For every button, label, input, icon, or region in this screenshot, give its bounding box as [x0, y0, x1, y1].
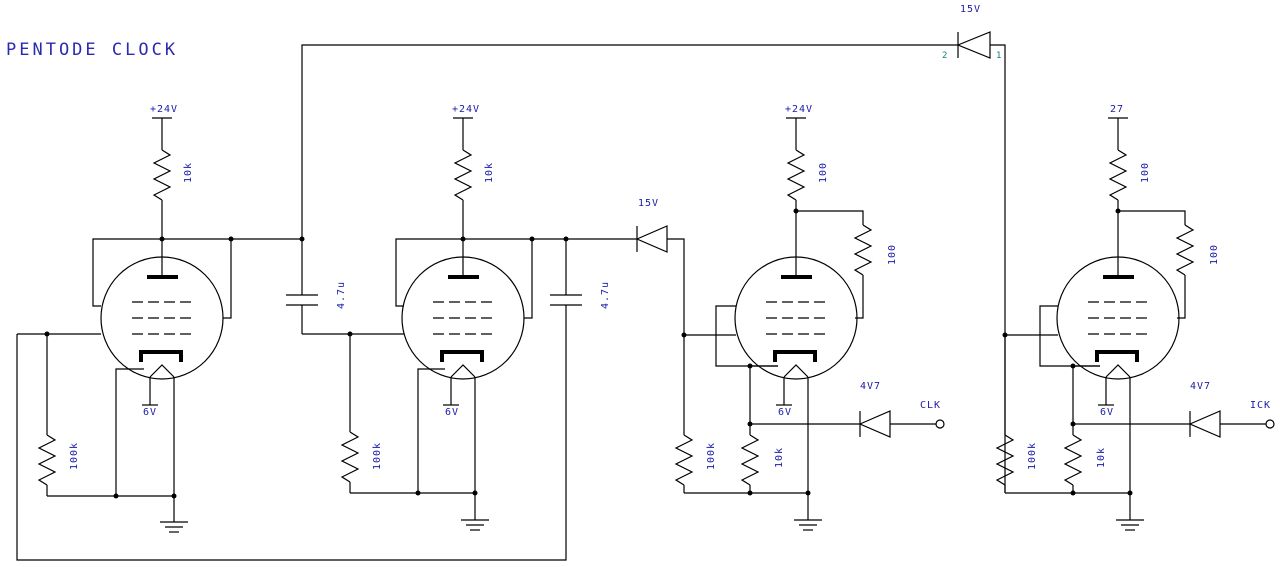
clk-output-terminal[interactable]	[935, 419, 945, 429]
capacitor-value-c1: 4.7u	[336, 281, 347, 309]
resistor-r10	[1118, 210, 1195, 319]
zener-value-d1: 15V	[638, 198, 659, 209]
ground-4	[1116, 519, 1144, 531]
resistor-r1	[152, 118, 172, 277]
resistor-r4	[340, 334, 360, 493]
resistor-value-r9: 100	[1140, 162, 1151, 183]
zener-diode-d4	[1188, 410, 1266, 438]
resistor-value-r3: 10k	[484, 162, 495, 183]
capacitor-c1	[286, 239, 318, 334]
resistor-r6	[796, 210, 873, 319]
resistor-r5	[786, 118, 806, 277]
supply-label-4: 27	[1110, 104, 1124, 115]
resistor-r11	[995, 335, 1015, 493]
resistor-value-r8: 10k	[774, 447, 785, 468]
zener-diode-d2	[956, 31, 1006, 493]
zener-value-d2: 15V	[960, 4, 981, 15]
resistor-value-r11: 100k	[1027, 442, 1038, 470]
capacitor-c2	[550, 239, 582, 306]
resistor-value-r10: 100	[1209, 244, 1220, 265]
supply-label-3: +24V	[785, 104, 813, 115]
zener-value-d3: 4V7	[860, 381, 881, 392]
resistor-value-r1: 10k	[183, 162, 194, 183]
resistor-value-r7: 100k	[706, 442, 717, 470]
heater-label-2: 6V	[445, 407, 459, 418]
schematic-title: PENTODE CLOCK	[6, 40, 178, 60]
zener-diode-d3	[858, 410, 936, 438]
ground-3	[794, 519, 822, 531]
output-label-ick: ICK	[1250, 400, 1271, 411]
supply-label-2: +24V	[452, 104, 480, 115]
resistor-r9	[1108, 118, 1128, 277]
resistor-value-r5: 100	[818, 162, 829, 183]
zener-pin-1: 1	[996, 51, 1001, 61]
supply-label-1: +24V	[150, 104, 178, 115]
resistor-value-r12: 10k	[1096, 447, 1107, 468]
ick-output-terminal[interactable]	[1265, 419, 1275, 429]
resistor-r12	[1063, 424, 1083, 493]
heater-label-4: 6V	[1100, 407, 1114, 418]
ground-1	[160, 521, 188, 533]
resistor-r3	[453, 118, 473, 277]
zener-pin-2: 2	[942, 51, 947, 61]
heater-label-1: 6V	[143, 407, 157, 418]
capacitor-value-c2: 4.7u	[600, 281, 611, 309]
heater-label-3: 6V	[778, 407, 792, 418]
resistor-value-r4: 100k	[372, 442, 383, 470]
resistor-r2	[37, 334, 57, 496]
resistor-value-r2: 100k	[69, 442, 80, 470]
resistor-value-r6: 100	[887, 244, 898, 265]
zener-value-d4: 4V7	[1190, 381, 1211, 392]
ground-2	[461, 519, 489, 531]
resistor-r7	[674, 335, 694, 493]
output-label-clk: CLK	[920, 400, 941, 411]
zener-diode-d1	[635, 225, 685, 335]
resistor-r8	[740, 424, 760, 493]
